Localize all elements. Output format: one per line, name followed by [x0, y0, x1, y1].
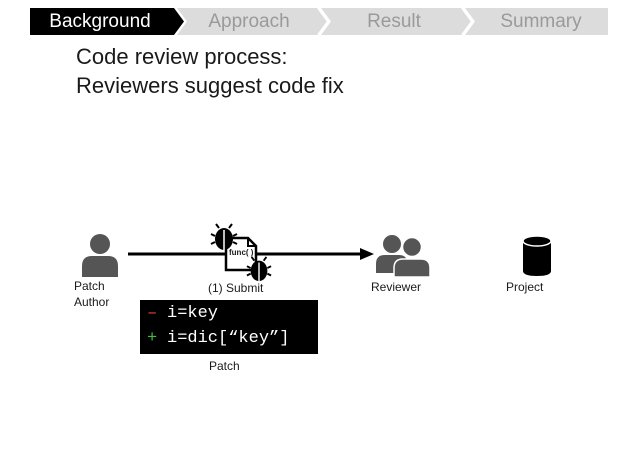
project-label: Project [506, 280, 544, 294]
bug-icon [246, 256, 272, 282]
author-label-line2: Author [74, 295, 110, 309]
nav-step-background[interactable]: Background [49, 11, 151, 32]
progress-nav-chevrons [30, 8, 608, 35]
author-label-line1: Patch [74, 279, 105, 293]
nav-step-result-shape[interactable] [321, 8, 472, 35]
diff-added-line: + i=dic[“key”] [147, 329, 289, 348]
page-title-line1: Code review process: [76, 44, 288, 69]
diff-added-code: i=dic[“key”] [167, 329, 290, 348]
patch-caption: Patch [209, 359, 240, 373]
nav-step-summary[interactable]: Summary [500, 11, 582, 32]
person-icon [82, 234, 118, 277]
patch-diff-box: –i=key + i=dic[“key”] [140, 300, 318, 354]
reviewer-label: Reviewer [371, 280, 422, 294]
func-label: func( ) [229, 248, 254, 257]
diff-removed-code: i=key [167, 304, 219, 323]
nav-step-summary-shape[interactable] [465, 8, 608, 35]
diff-plus-sign: + [147, 329, 158, 348]
nav-step-approach[interactable]: Approach [208, 11, 290, 32]
page-title-line2: Reviewers suggest code fix [76, 73, 344, 98]
bug-icon [210, 223, 238, 250]
nav-step-approach-shape[interactable] [177, 8, 328, 35]
submit-label: (1) Submit [208, 281, 264, 295]
database-icon [522, 235, 552, 276]
people-icon [376, 235, 431, 278]
diff-minus-sign: – [147, 304, 158, 323]
document-icon [224, 236, 258, 272]
progress-nav: Background Approach Result Summary [30, 8, 608, 35]
diff-removed-line: –i=key [147, 304, 218, 323]
nav-step-result[interactable]: Result [367, 11, 421, 32]
nav-step-background-shape[interactable] [30, 8, 184, 35]
